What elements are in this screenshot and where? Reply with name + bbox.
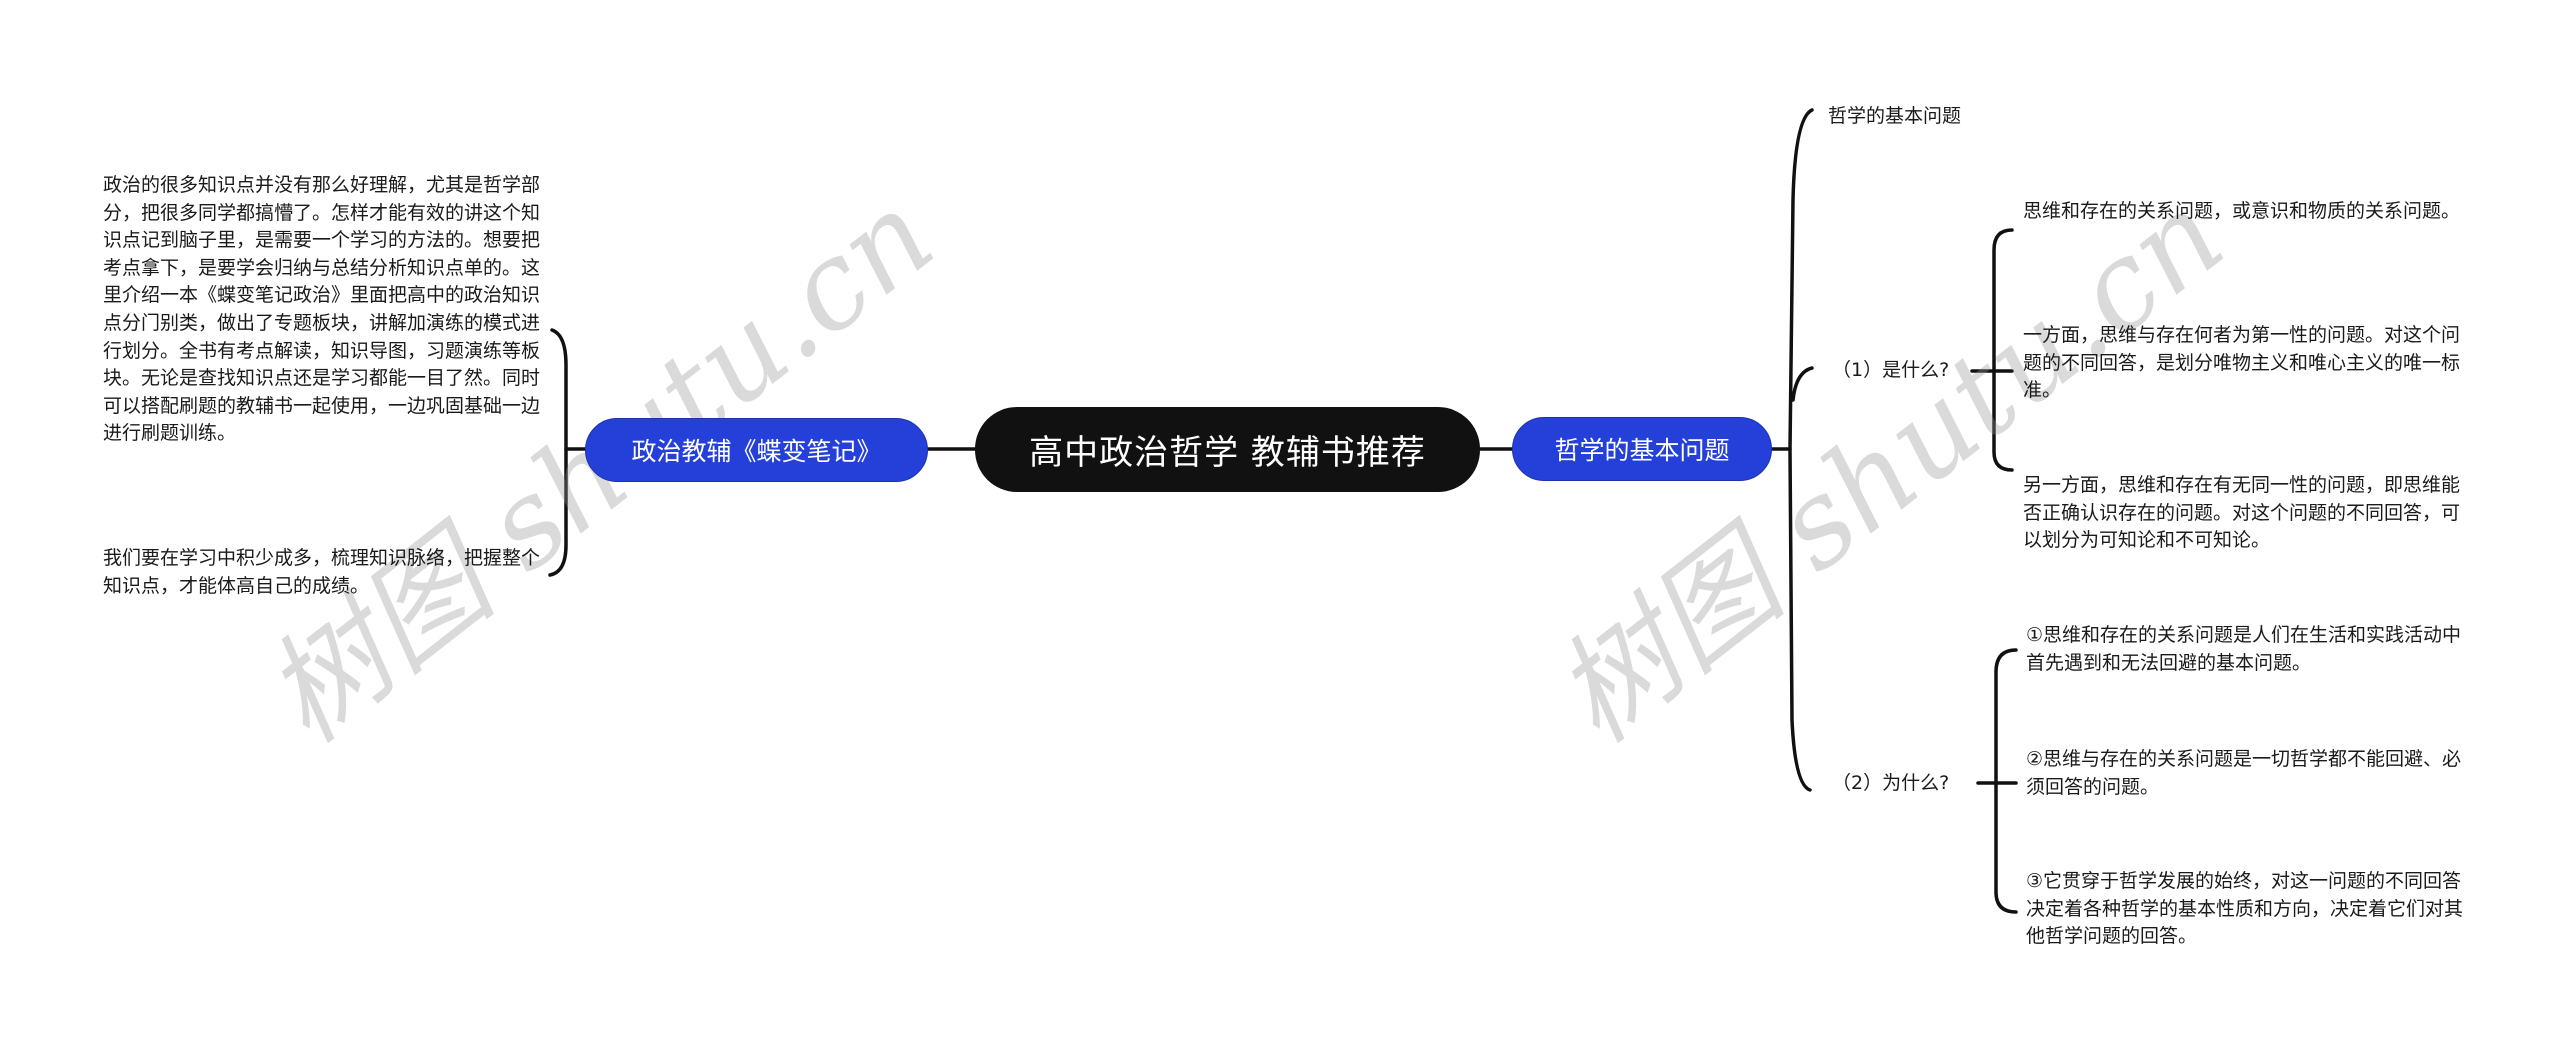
what-leaf-3: 另一方面，思维和存在有无同一性的问题，即思维能否正确认识存在的问题。对这个问题的… bbox=[2023, 474, 2461, 552]
right-subtopic-why[interactable]: （2）为什么? bbox=[1832, 772, 1950, 794]
branch-node-right-label: 哲学的基本问题 bbox=[1554, 436, 1730, 465]
branch-node-left-label: 政治教辅《蝶变笔记》 bbox=[631, 437, 882, 466]
branch-node-right[interactable]: 哲学的基本问题 bbox=[1512, 417, 1772, 481]
left-leaf-paragraph-2: 我们要在学习中积少成多，梳理知识脉络，把握整个知识点，才能体高自己的成绩。 bbox=[103, 547, 541, 597]
why-leaf-3: ③它贯穿于哲学发展的始终，对这一问题的不同回答决定着各种哲学的基本性质和方向，决… bbox=[2026, 870, 2464, 948]
right-subtopic-what[interactable]: （1）是什么? bbox=[1832, 359, 1950, 381]
right-subtopic-title[interactable]: 哲学的基本问题 bbox=[1828, 105, 1962, 127]
why-leaf-2: ②思维与存在的关系问题是一切哲学都不能回避、必须回答的问题。 bbox=[2026, 748, 2462, 798]
root-node[interactable]: 高中政治哲学 教辅书推荐 bbox=[975, 407, 1480, 492]
root-node-label: 高中政治哲学 教辅书推荐 bbox=[1029, 433, 1426, 473]
branch-node-left[interactable]: 政治教辅《蝶变笔记》 bbox=[585, 418, 928, 482]
what-leaf-1: 思维和存在的关系问题，或意识和物质的关系问题。 bbox=[2023, 200, 2461, 222]
why-leaf-1: ①思维和存在的关系问题是人们在生活和实践活动中首先遇到和无法回避的基本问题。 bbox=[2026, 624, 2462, 674]
left-leaf-paragraph-1: 政治的很多知识点并没有那么好理解，尤其是哲学部分，把很多同学都搞懵了。怎样才能有… bbox=[103, 174, 541, 445]
what-leaf-2: 一方面，思维与存在何者为第一性的问题。对这个问题的不同回答，是划分唯物主义和唯心… bbox=[2023, 324, 2461, 402]
